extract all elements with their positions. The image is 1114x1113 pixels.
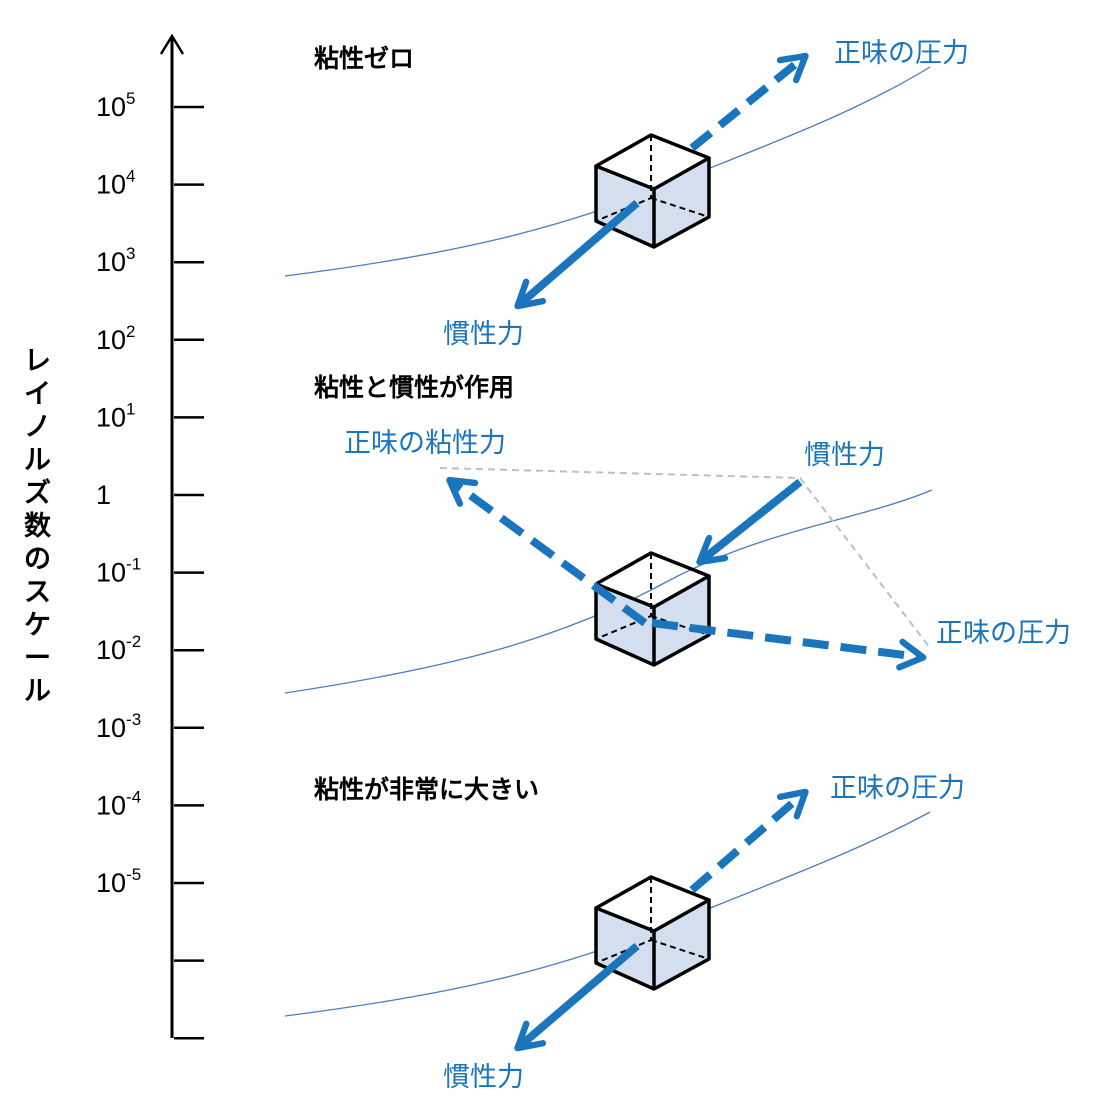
streamline xyxy=(284,489,933,694)
panel-title: 粘性ゼロ xyxy=(314,44,414,73)
inertia-label: 慣性力 xyxy=(443,1062,524,1093)
tick-label: 10-2 xyxy=(96,632,141,665)
fluid-element-cube xyxy=(594,875,711,991)
tick-label: 10-3 xyxy=(96,710,141,743)
inertia-label: 慣性力 xyxy=(804,440,885,471)
axis-arrowhead-icon xyxy=(159,33,185,55)
fluid-element-cube xyxy=(594,551,711,667)
pressure-label: 正味の圧力 xyxy=(936,618,1071,649)
pressure-arrow xyxy=(689,52,809,152)
viscous-arrow xyxy=(446,476,648,627)
parallelogram-construction xyxy=(439,467,931,649)
fluid-element-cube xyxy=(594,133,711,249)
tick-label: 10-4 xyxy=(96,787,141,820)
reynolds-axis: 105 104 103 102 101 1 10-1 10-2 10-3 10-4 10-5 レイノ… xyxy=(24,33,204,1040)
tick-label: 10-1 xyxy=(96,555,141,588)
tick-label: 10-5 xyxy=(96,865,141,898)
panel-zero-viscosity: 粘性ゼロ 正味の圧力 慣性力 xyxy=(284,38,969,350)
pressure-arrow xyxy=(651,619,927,671)
inertia-arrow xyxy=(696,478,803,566)
panel-title: 粘性と慣性が作用 xyxy=(314,373,514,402)
pressure-label: 正味の圧力 xyxy=(830,773,965,804)
panel-title: 粘性が非常に大きい xyxy=(314,775,539,804)
tick-label: 104 xyxy=(96,167,136,200)
tick-label: 103 xyxy=(96,244,136,277)
inertia-arrow xyxy=(514,942,640,1052)
panel-viscous-and-inertial: 粘性と慣性が作用 正味の粘性力 慣性力 正味の圧力 xyxy=(284,373,1071,694)
pressure-arrow xyxy=(689,788,809,894)
axis-title: レイノルズ数のスケール xyxy=(24,346,52,707)
tick-label: 102 xyxy=(96,322,136,355)
viscous-label: 正味の粘性力 xyxy=(344,428,506,459)
pressure-label: 正味の圧力 xyxy=(834,38,969,69)
tick-label: 101 xyxy=(96,399,136,432)
tick-label: 105 xyxy=(96,89,136,122)
tick-label: 1 xyxy=(96,480,111,510)
panel-high-viscosity: 粘性が非常に大きい 正味の圧力 慣性力 xyxy=(284,773,965,1093)
inertia-label: 慣性力 xyxy=(443,319,524,350)
inertia-arrow xyxy=(514,199,640,310)
